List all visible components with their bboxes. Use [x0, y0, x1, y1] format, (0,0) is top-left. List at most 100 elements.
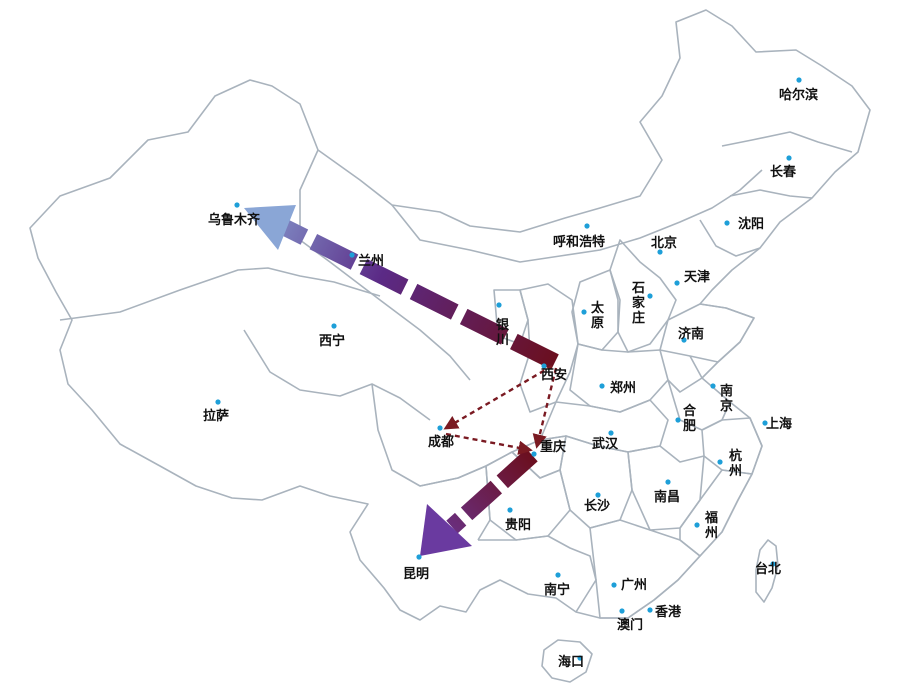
city-label: 福州 — [704, 510, 718, 541]
jiangxi-border — [627, 445, 705, 531]
city-20: 重庆 — [531, 439, 566, 457]
city-dot — [416, 554, 422, 560]
city-dot — [647, 607, 653, 613]
city-15: 南京 — [710, 383, 733, 414]
city-label: 济南 — [678, 326, 704, 342]
city-label: 西安 — [541, 367, 567, 383]
city-25: 贵阳 — [505, 507, 531, 533]
city-dot — [581, 309, 587, 315]
city-label: 南京 — [720, 383, 733, 414]
city-dot — [710, 383, 716, 389]
city-label: 台北 — [755, 561, 781, 577]
route-arrows — [244, 205, 559, 556]
shanxi-border — [571, 269, 619, 351]
city-6: 石家庄 — [631, 281, 653, 326]
city-label: 成都 — [428, 434, 454, 450]
dotted-arrow-chengdu-chongqing — [445, 432, 533, 455]
city-28: 昆明 — [403, 554, 429, 582]
city-label: 乌鲁木齐 — [208, 212, 261, 228]
city-dot — [234, 202, 240, 208]
city-dot — [717, 459, 723, 465]
guangdong-border — [589, 519, 701, 619]
dotted-arrow-xian-chengdu — [443, 364, 553, 430]
city-label: 长春 — [770, 164, 797, 180]
city-dot — [541, 363, 547, 369]
fujian-border — [679, 469, 753, 557]
province-borders — [29, 9, 871, 683]
city-24: 长沙 — [584, 492, 610, 514]
qinghai-tibet-border — [243, 329, 431, 421]
city-dot — [496, 302, 502, 308]
city-dot — [665, 479, 671, 485]
city-label: 拉萨 — [203, 408, 229, 424]
henan-border — [569, 343, 669, 413]
city-21: 武汉 — [592, 430, 619, 452]
city-label: 天津 — [684, 269, 710, 285]
city-dot — [584, 223, 590, 229]
city-dot — [619, 608, 625, 614]
city-26: 福州 — [694, 510, 718, 541]
city-dot — [531, 451, 537, 457]
city-dot — [349, 252, 355, 258]
city-label: 哈尔滨 — [779, 87, 818, 103]
city-label: 南昌 — [654, 489, 680, 505]
city-5: 天津 — [674, 269, 710, 286]
city-31: 香港 — [647, 604, 682, 620]
city-dot — [555, 572, 561, 578]
city-9: 乌鲁木齐 — [208, 202, 261, 228]
yunnan-border — [419, 465, 491, 541]
city-32: 澳门 — [617, 608, 643, 633]
inner-mongolia-border — [391, 169, 763, 263]
zhejiang-border — [701, 417, 763, 475]
city-dot — [724, 220, 730, 226]
city-dot — [694, 522, 700, 528]
city-label: 上海 — [766, 416, 792, 432]
city-dot — [611, 582, 617, 588]
city-label: 昆明 — [403, 566, 429, 582]
city-label: 贵阳 — [505, 517, 531, 533]
hainan-island — [541, 639, 593, 683]
city-dot — [595, 492, 601, 498]
city-dot — [770, 561, 776, 567]
city-12: 西宁 — [319, 323, 345, 349]
arrowhead-kunming — [420, 504, 472, 556]
city-dot — [577, 655, 583, 661]
guangxi-border — [478, 535, 597, 613]
city-label: 武汉 — [592, 436, 619, 452]
city-13: 西安 — [541, 363, 567, 383]
city-14: 郑州 — [599, 380, 636, 396]
city-dot — [437, 425, 443, 431]
city-dot — [215, 399, 221, 405]
hebei-border — [609, 239, 677, 353]
city-label: 银川 — [495, 317, 510, 348]
city-label: 沈阳 — [738, 216, 764, 232]
city-dot — [647, 293, 653, 299]
city-dot — [331, 323, 337, 329]
city-3: 呼和浩特 — [553, 223, 605, 250]
city-dot — [675, 417, 681, 423]
dashed-arrow-xian-urumqi — [274, 216, 559, 370]
city-27: 台北 — [755, 561, 781, 577]
city-label: 广州 — [621, 577, 647, 593]
heilongjiang-border — [721, 131, 853, 153]
city-dot — [762, 420, 768, 426]
city-30: 广州 — [611, 577, 647, 593]
shandong-border — [659, 303, 755, 363]
city-label: 杭州 — [728, 448, 742, 479]
city-dot — [608, 430, 614, 436]
xinjiang-border — [59, 267, 381, 321]
city-dot — [599, 383, 605, 389]
city-dot — [786, 155, 792, 161]
city-7: 太原 — [581, 300, 605, 331]
city-markers: 哈尔滨长春沈阳呼和浩特北京天津石家庄太原济南乌鲁木齐兰州银川西宁西安郑州南京合肥… — [203, 77, 818, 670]
city-8: 济南 — [678, 326, 704, 343]
city-33: 海口 — [558, 654, 584, 670]
city-dot — [657, 249, 663, 255]
city-label: 北京 — [651, 235, 677, 251]
city-4: 北京 — [651, 235, 677, 255]
gansu-border — [299, 149, 471, 381]
dotted-arrow-xian-chongqing — [532, 367, 558, 449]
city-label: 西宁 — [319, 333, 345, 349]
